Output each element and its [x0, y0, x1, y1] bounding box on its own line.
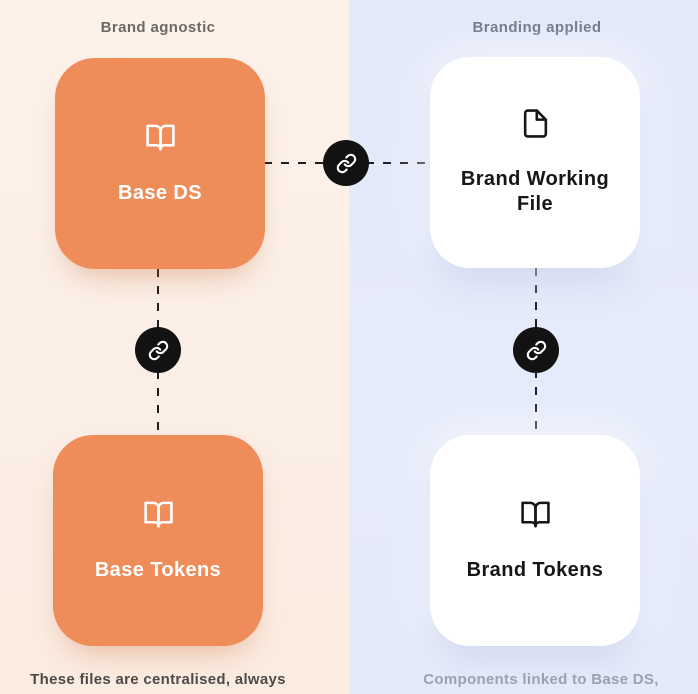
caption-branding-applied: Components linked to Base DS, [423, 671, 659, 688]
book-open-icon [145, 122, 176, 154]
book-open-icon [520, 499, 551, 531]
card-brand-tokens: Brand Tokens [430, 435, 640, 646]
book-open-icon [143, 499, 174, 531]
card-title-brand-working-file: Brand Working File [460, 168, 610, 215]
column-header-branding-applied: Branding applied [472, 19, 602, 36]
card-title-base-tokens: Base Tokens [94, 558, 222, 581]
card-base-tokens: Base Tokens [53, 435, 263, 646]
link-icon [336, 153, 357, 174]
link-badge-horizontal [323, 140, 369, 186]
card-brand-working-file: Brand Working File [430, 57, 640, 268]
card-base-ds: Base DS [55, 58, 265, 269]
file-icon [520, 108, 551, 140]
caption-brand-agnostic: These files are centralised, always [30, 671, 286, 688]
link-badge-right-column [513, 327, 559, 373]
card-title-brand-tokens: Brand Tokens [466, 558, 604, 581]
link-badge-left-column [135, 327, 181, 373]
column-header-brand-agnostic: Brand agnostic [100, 19, 216, 36]
link-icon [148, 340, 169, 361]
card-title-base-ds: Base DS [118, 181, 202, 204]
link-icon [526, 340, 547, 361]
